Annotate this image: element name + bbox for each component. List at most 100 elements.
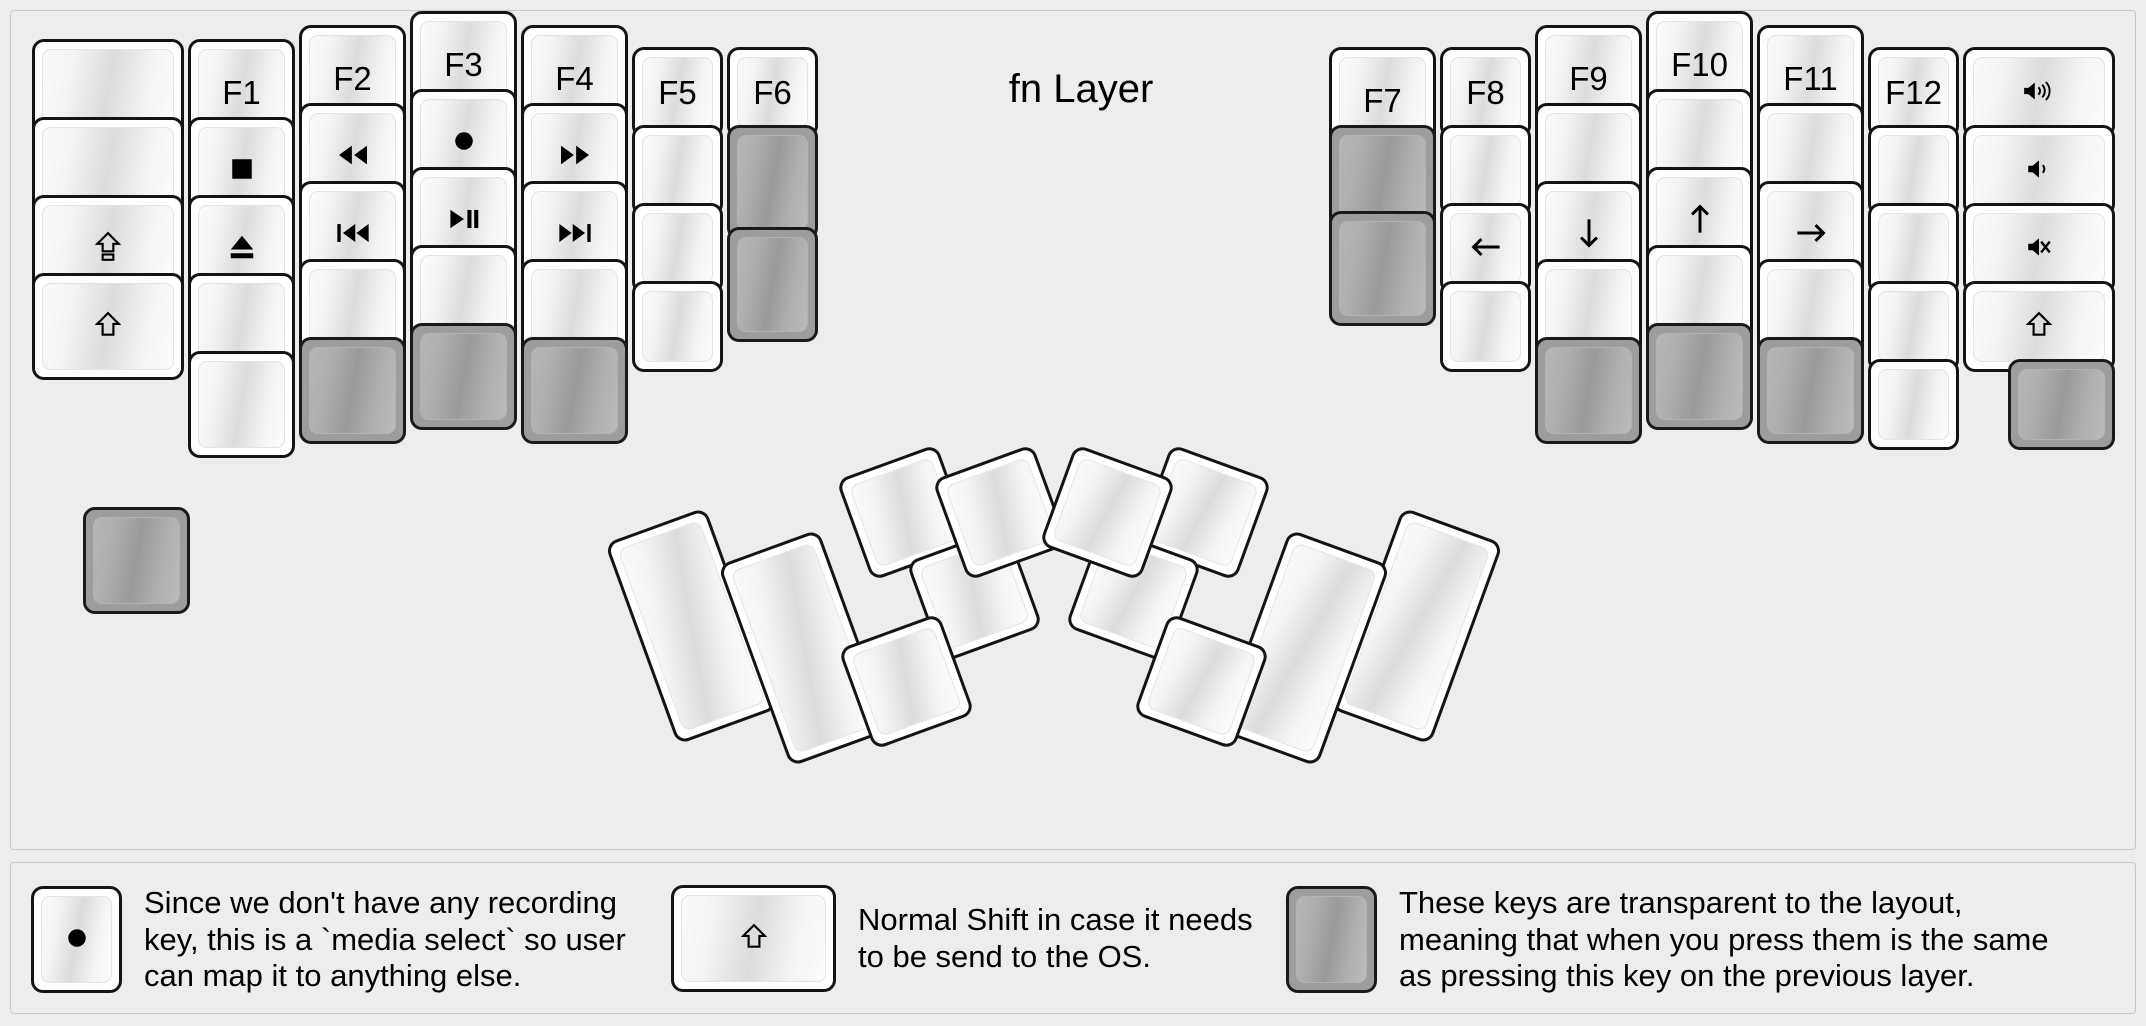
media-record-icon (449, 126, 479, 160)
shift-icon (2025, 311, 2053, 343)
right-farthest-column-key-5[interactable] (2008, 359, 2115, 450)
legend-key-sample-1 (31, 886, 122, 994)
left-ring-column-key-5[interactable] (299, 337, 406, 444)
keycap-surface (1656, 333, 1743, 420)
key-label: F2 (333, 60, 372, 97)
left-index-column-key-5[interactable] (521, 337, 628, 444)
keycap-surface (1878, 135, 1949, 206)
media-rewind-icon (335, 141, 371, 173)
keycap-surface (420, 333, 507, 420)
right-far-column-key-2[interactable] (1868, 125, 1959, 216)
key-label: F5 (658, 74, 697, 111)
key-label: F4 (555, 60, 594, 97)
keycap-surface: F6 (737, 57, 808, 128)
arrow-left-icon (1469, 233, 1503, 265)
keycap-surface (41, 896, 112, 984)
keycap-surface (944, 456, 1057, 569)
right-far-column-key-4[interactable] (1868, 281, 1959, 372)
keycap-surface (1878, 291, 1949, 362)
right-farthest-column-key-1[interactable] (1963, 47, 2115, 138)
left-inner-column-key-4[interactable] (632, 281, 723, 372)
keycap-surface (1450, 135, 1521, 206)
legend-description-3: These keys are transparent to the layout… (1399, 885, 2049, 994)
left-middle-column-key-5[interactable] (410, 323, 517, 430)
left-inner-column-key-2[interactable] (632, 125, 723, 216)
media-record-icon (62, 923, 92, 957)
legend-keycap-1 (31, 886, 122, 994)
keycap-surface (1450, 291, 1521, 362)
right-outer-column-key-5[interactable] (1757, 337, 1864, 444)
keycap-surface (737, 237, 808, 332)
media-eject-icon (227, 232, 257, 266)
right-farthest-column-key-2[interactable] (1963, 125, 2115, 216)
caps-lock-icon (94, 231, 122, 267)
right-middle-column-key-1[interactable]: F8 (1440, 47, 1531, 138)
keycap-surface (1767, 347, 1854, 434)
right-pinky-column-key-5[interactable] (1646, 323, 1753, 430)
shift-icon (740, 923, 767, 955)
arrow-up-icon (1686, 202, 1714, 240)
keycap-surface (1973, 135, 2105, 206)
right-middle-column-key-2[interactable] (1440, 125, 1531, 216)
keycap-surface: F12 (1878, 57, 1949, 128)
legend-item-1: Since we don't have any recording key, t… (31, 885, 626, 995)
media-play-pause-icon (447, 205, 481, 237)
key-label: F8 (1466, 74, 1505, 111)
keycap-surface (681, 895, 826, 982)
left-innermost-column-key-2[interactable] (727, 125, 818, 240)
keycap-surface (309, 347, 396, 434)
right-index-column-key-3[interactable] (1329, 211, 1436, 326)
volume-up-icon (2021, 78, 2057, 108)
media-fast-forward-icon (557, 141, 593, 173)
key-label: F12 (1885, 74, 1942, 111)
volume-down-icon (2025, 156, 2053, 186)
keycap-surface: F8 (1450, 57, 1521, 128)
left-inner-column-key-3[interactable] (632, 203, 723, 294)
keycap-surface (2018, 369, 2105, 440)
shift-icon (94, 311, 122, 343)
right-middle-column-key-4[interactable] (1440, 281, 1531, 372)
left-pinky-column-key-5[interactable] (188, 351, 295, 458)
keycap-surface (1973, 57, 2105, 128)
keycap-surface: F5 (642, 57, 713, 128)
key-label: F10 (1671, 46, 1728, 83)
page-title: fn Layer (1008, 67, 1154, 111)
keycap-surface (1296, 896, 1367, 984)
left-outer-column-key-4[interactable] (32, 273, 184, 380)
legend-item-3: These keys are transparent to the layout… (1286, 885, 2049, 995)
key-label: F1 (222, 74, 261, 111)
left-outer-column-thumb-key[interactable] (83, 507, 190, 614)
keycap-surface (42, 283, 174, 370)
legend-key-sample-2 (671, 885, 836, 992)
media-next-icon (556, 219, 594, 251)
right-far-column-key-5[interactable] (1868, 359, 1959, 450)
right-far-column-key-3[interactable] (1868, 203, 1959, 294)
keycap-surface (198, 361, 285, 448)
legend-keycap-3 (1286, 886, 1377, 994)
keycap-surface (93, 517, 180, 604)
arrow-down-icon (1575, 216, 1603, 254)
legend-description-1: Since we don't have any recording key, t… (144, 885, 626, 994)
right-ring-column-key-5[interactable] (1535, 337, 1642, 444)
right-middle-column-key-3[interactable] (1440, 203, 1531, 294)
keycap-surface (531, 347, 618, 434)
key-label: F7 (1363, 82, 1402, 119)
volume-mute-icon (2025, 234, 2053, 264)
left-innermost-column-key-3[interactable] (727, 227, 818, 342)
keycap-surface (1145, 625, 1258, 738)
right-farthest-column-key-3[interactable] (1963, 203, 2115, 294)
legend-description-2: Normal Shift in case it needs to be send… (858, 901, 1253, 974)
keycap-surface (642, 135, 713, 206)
key-label: F6 (753, 74, 792, 111)
key-label: F11 (1783, 60, 1838, 97)
legend-item-2: Normal Shift in case it needs to be send… (671, 885, 1253, 992)
keycap-surface (642, 291, 713, 362)
key-label: F9 (1569, 60, 1608, 97)
media-stop-icon (229, 156, 255, 186)
keycap-surface (1051, 456, 1164, 569)
legend-key-sample-3 (1286, 886, 1377, 994)
keyboard-board: fn Layer F1 F2 F3 F4 F5 F6 F7 F8 F9 F10 F11 F12 (10, 10, 2136, 850)
keycap-surface (1450, 213, 1521, 284)
key-label: F3 (444, 46, 483, 83)
